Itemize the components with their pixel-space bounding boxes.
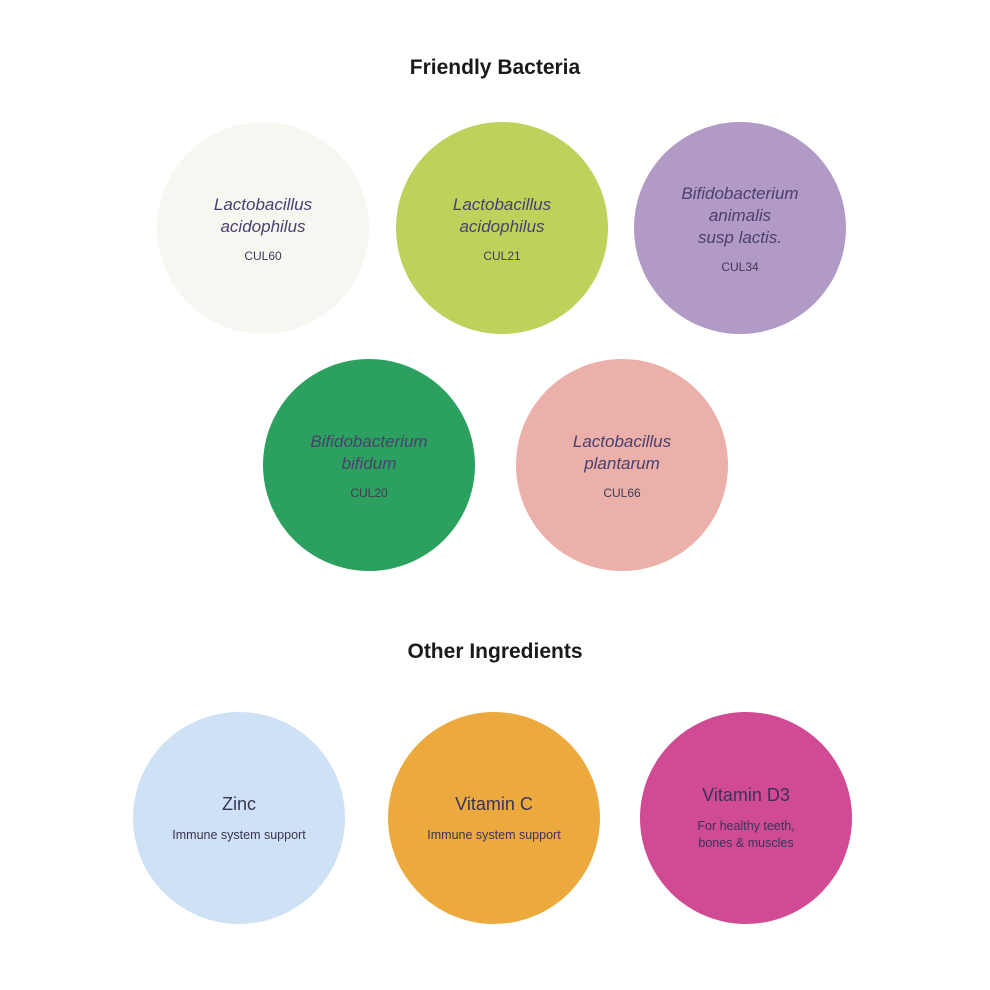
ingredient-description: For healthy teeth, bones & muscles — [697, 819, 795, 850]
ingredient-description: Immune system support — [427, 827, 561, 842]
bacteria-strain-code: CUL20 — [350, 485, 388, 500]
bacteria-circle: Lactobacillus plantarum CUL66 — [516, 359, 728, 571]
bacteria-name: Lactobacillus plantarum — [572, 431, 672, 473]
friendly-bacteria-heading: Friendly Bacteria — [409, 56, 581, 79]
ingredient-circle: Vitamin C Immune system support — [388, 712, 600, 924]
ingredient-description: Immune system support — [172, 827, 306, 842]
bacteria-circle: Bifidobacterium animalis susp lactis. CU… — [634, 122, 846, 334]
bacteria-name: Lactobacillus acidophilus — [452, 194, 552, 236]
bacteria-strain-code: CUL34 — [721, 259, 759, 274]
ingredient-name: Zinc — [221, 793, 256, 814]
bacteria-strain-code: CUL66 — [603, 485, 641, 500]
bacteria-circle: Lactobacillus acidophilus CUL21 — [396, 122, 608, 334]
bacteria-circle: Lactobacillus acidophilus CUL60 — [157, 122, 369, 334]
bacteria-circle: Bifidobacterium bifidum CUL20 — [263, 359, 475, 571]
bacteria-name: Bifidobacterium animalis susp lactis. — [681, 183, 799, 247]
bacteria-strain-code: CUL21 — [483, 248, 521, 263]
ingredient-circle: Zinc Immune system support — [133, 712, 345, 924]
ingredient-name: Vitamin C — [455, 793, 533, 814]
other-ingredients-heading: Other Ingredients — [407, 640, 583, 663]
ingredient-circle: Vitamin D3 For healthy teeth, bones & mu… — [640, 712, 852, 924]
bacteria-strain-code: CUL60 — [244, 248, 282, 263]
bacteria-name: Bifidobacterium bifidum — [310, 431, 428, 473]
ingredient-name: Vitamin D3 — [702, 785, 790, 805]
bacteria-name: Lactobacillus acidophilus — [213, 194, 313, 236]
